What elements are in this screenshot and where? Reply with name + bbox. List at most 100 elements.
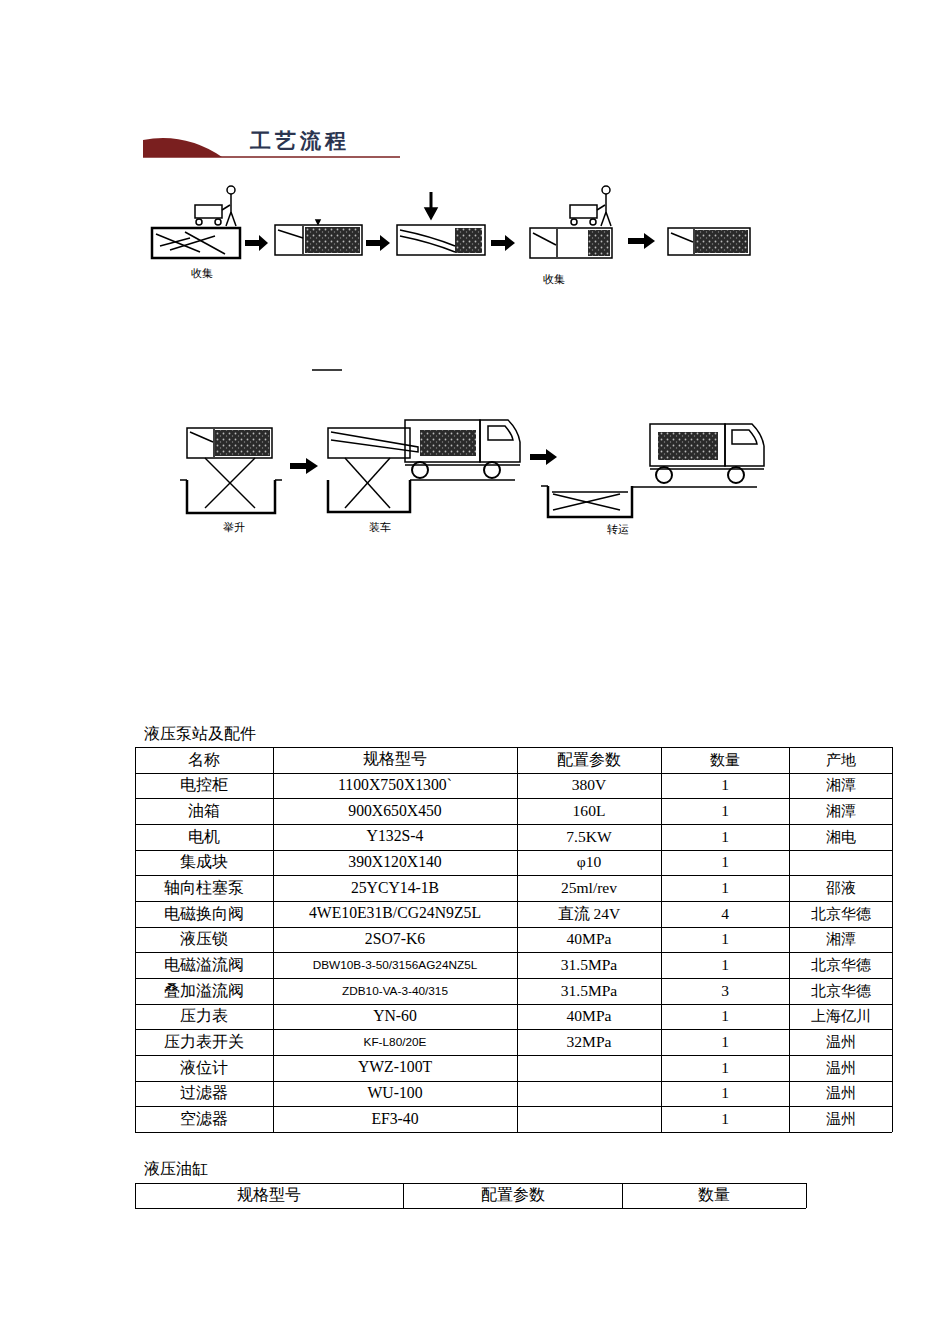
table-cell: 压力表开关: [136, 1030, 272, 1054]
table-cell: 轴向柱塞泵: [136, 876, 272, 900]
table-cell: 湘电: [790, 825, 891, 849]
table-cell: 压力表: [136, 1005, 272, 1029]
section-title: 工艺流程: [250, 129, 350, 154]
table-line: [135, 1183, 136, 1208]
table-cell: 油箱: [136, 799, 272, 823]
table-cell: 空滤器: [136, 1107, 272, 1131]
bin-collect: [152, 186, 240, 258]
table-header: 配置参数: [404, 1184, 621, 1207]
title-swoosh: [143, 138, 222, 157]
table-line: [135, 1081, 892, 1082]
bin-compress: [397, 192, 485, 255]
table-cell: 1: [662, 1005, 788, 1029]
table-header: 产地: [790, 748, 891, 772]
table-caption: 液压油缸: [144, 1159, 208, 1178]
table-cell: DBW10B-3-50/3156AG24NZ5L: [274, 953, 516, 977]
table-cell: 液位计: [136, 1056, 272, 1080]
bin-collect-again: [530, 186, 612, 258]
table-cell: ZDB10-VA-3-40/315: [274, 979, 516, 1003]
table-cell: 4WE10E31B/CG24N9Z5L: [274, 902, 516, 926]
table-cell: 1: [662, 1030, 788, 1054]
step-label: 转运: [607, 523, 629, 536]
table-cell: 过滤器: [136, 1082, 272, 1106]
lift-raise: [180, 428, 282, 513]
table-cell: 1: [662, 774, 788, 798]
table-line: [517, 747, 518, 1132]
table-cell: 电磁溢流阀: [136, 953, 272, 977]
table-line: [622, 1183, 623, 1208]
table-cell: 电控柜: [136, 774, 272, 798]
table-cell: YN-60: [274, 1005, 516, 1029]
table-cell: 液压锁: [136, 928, 272, 952]
table-header: 名称: [136, 748, 272, 772]
table-line: [135, 747, 892, 748]
table-cell: 2SO7-K6: [274, 928, 516, 952]
table-line: [135, 1055, 892, 1056]
table-cell: 25ml/rev: [518, 876, 660, 900]
table-line: [892, 747, 893, 1132]
table-cell: 北京华德: [790, 979, 891, 1003]
table-cell: 390X120X140: [274, 851, 516, 875]
table-cell: 邵液: [790, 876, 891, 900]
table-cell: 1: [662, 1056, 788, 1080]
table-line: [135, 1029, 892, 1030]
table-cell: 湘潭: [790, 799, 891, 823]
table-cell: 160L: [518, 799, 660, 823]
table-cell: 4: [662, 902, 788, 926]
table-cell: Y132S-4: [274, 825, 516, 849]
table-cell: 电机: [136, 825, 272, 849]
step-label: 装车: [369, 521, 391, 534]
table-cell: 电磁换向阀: [136, 902, 272, 926]
table-cell: 380V: [518, 774, 660, 798]
table-line: [135, 773, 892, 774]
table-line: [135, 1106, 892, 1107]
table-cell: 湘潭: [790, 774, 891, 798]
table-line: [135, 875, 892, 876]
table-cell: 1: [662, 825, 788, 849]
table-cell: 北京华德: [790, 953, 891, 977]
table-line: [135, 850, 892, 851]
table-cell: KF-L80/20E: [274, 1030, 516, 1054]
table-header: 配置参数: [518, 748, 660, 772]
table-cell: 7.5KW: [518, 825, 660, 849]
table-cell: 1: [662, 953, 788, 977]
table-header: 规格型号: [136, 1184, 402, 1207]
table-cell: 900X650X450: [274, 799, 516, 823]
table-cell: 温州: [790, 1056, 891, 1080]
table-line: [135, 952, 892, 953]
table-cell: 40MPa: [518, 1005, 660, 1029]
table-line: [661, 747, 662, 1132]
stray-rule: [312, 369, 342, 371]
table-cell: 北京华德: [790, 902, 891, 926]
step-label: 举升: [223, 521, 245, 534]
table-cell: 25YCY14-1B: [274, 876, 516, 900]
table-cell: 1: [662, 1107, 788, 1131]
step-label: 收集: [191, 267, 213, 280]
table-header: 规格型号: [274, 748, 516, 772]
table-cell: 温州: [790, 1030, 891, 1054]
table-cell: WU-100: [274, 1082, 516, 1106]
table-cell: 31.5MPa: [518, 979, 660, 1003]
lift-transport: [541, 424, 764, 517]
table-line: [135, 1132, 892, 1133]
table-cell: 1: [662, 1082, 788, 1106]
bin-full-again: [668, 228, 750, 255]
table-caption: 液压泵站及配件: [144, 724, 256, 743]
table-cell: 温州: [790, 1082, 891, 1106]
table-cell: 直流 24V: [518, 902, 660, 926]
table-cell: 叠加溢流阀: [136, 979, 272, 1003]
table-cell: 集成块: [136, 851, 272, 875]
table-cell: 1: [662, 799, 788, 823]
table-lines: [135, 747, 893, 1133]
table-cell: 31.5MPa: [518, 953, 660, 977]
table-cell: 1: [662, 876, 788, 900]
table-line: [135, 1004, 892, 1005]
table-cell: 温州: [790, 1107, 891, 1131]
table-cell: 湘潭: [790, 928, 891, 952]
table-cell: 1: [662, 851, 788, 875]
table-cell: 上海亿川: [790, 1005, 891, 1029]
lift-load-truck: [328, 420, 520, 512]
table-line: [135, 1183, 806, 1184]
